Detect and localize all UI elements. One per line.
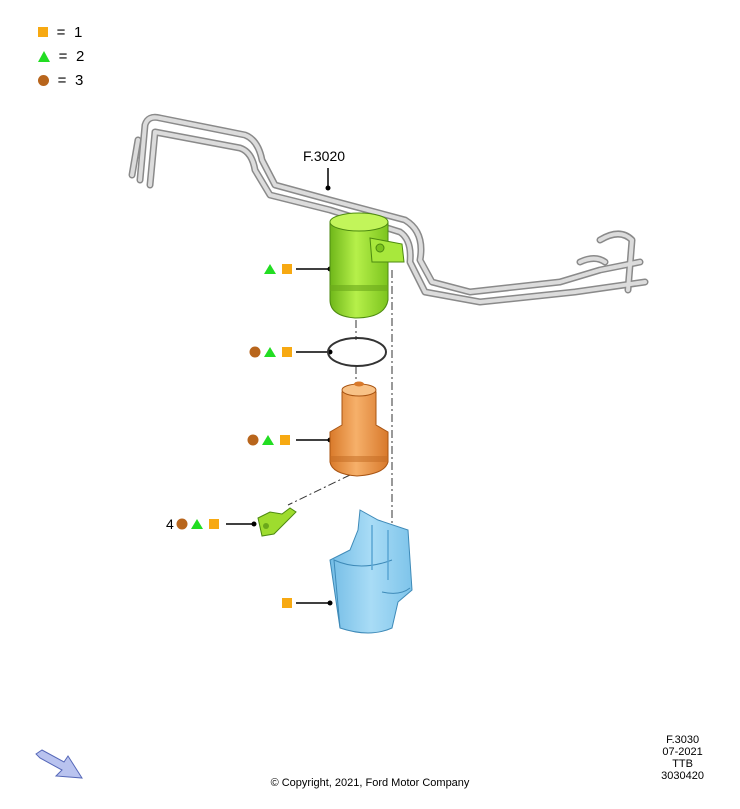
callout-filter-element: [247, 434, 290, 446]
legend-row-2: = 2: [38, 44, 84, 68]
footer-date: 07-2021: [662, 746, 703, 758]
footer-number: 3030420: [661, 770, 704, 782]
callout-water-sensor: 4: [166, 516, 219, 532]
footer-author: TTB: [672, 758, 693, 770]
callout-housing-top: [264, 264, 292, 274]
callout-o-ring: [249, 346, 292, 358]
circle-icon: [176, 518, 188, 530]
square-icon: [282, 598, 292, 608]
leader-lines: [226, 168, 330, 604]
o-ring: [327, 337, 387, 367]
legend-eq: =: [58, 47, 68, 65]
square-icon: [282, 347, 292, 357]
legend: = 1 = 2 = 3: [38, 20, 84, 92]
callout-item-number: 4: [166, 516, 174, 532]
leader-dots: [251, 185, 333, 606]
filter-element: [329, 381, 389, 477]
triangle-icon: [38, 50, 50, 62]
legend-eq: =: [56, 23, 66, 41]
water-sensor: [257, 507, 297, 537]
callout-bracket: [282, 598, 292, 608]
triangle-icon: [264, 347, 276, 357]
nav-arrow-icon[interactable]: [34, 748, 86, 782]
circle-icon: [247, 434, 259, 446]
square-icon: [38, 27, 48, 37]
triangle-icon: [191, 519, 203, 529]
triangle-icon: [262, 435, 274, 445]
legend-eq: =: [57, 71, 67, 89]
legend-value-3: 3: [75, 71, 84, 89]
square-icon: [280, 435, 290, 445]
square-icon: [282, 264, 292, 274]
footer-reference: F.3030 07-2021 TTB 3030420: [661, 734, 704, 782]
circle-icon: [38, 74, 49, 86]
circle-icon: [249, 346, 261, 358]
legend-value-2: 2: [76, 47, 85, 65]
assembly-axis: [287, 270, 393, 560]
reference-label: F.3020: [303, 148, 345, 164]
triangle-icon: [264, 264, 276, 274]
footer-code: F.3030: [666, 734, 700, 746]
legend-row-1: = 1: [38, 20, 84, 44]
mounting-bracket: [329, 509, 413, 634]
legend-row-3: = 3: [38, 68, 84, 92]
legend-value-1: 1: [74, 23, 83, 41]
copyright-text: © Copyright, 2021, Ford Motor Company: [270, 777, 470, 789]
square-icon: [209, 519, 219, 529]
filter-housing-top: [329, 212, 405, 319]
